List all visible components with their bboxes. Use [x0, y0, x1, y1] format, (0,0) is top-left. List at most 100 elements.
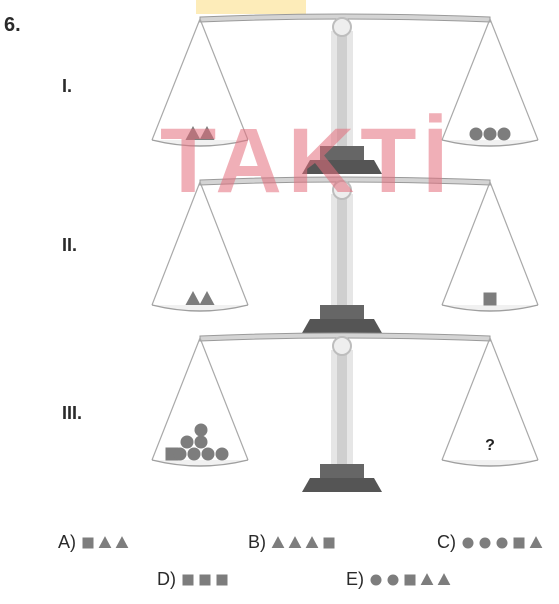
- highlight-band: [196, 0, 306, 14]
- circle-icon: [479, 537, 491, 548]
- circle-icon: [462, 537, 474, 548]
- triangle-shape: [305, 535, 319, 548]
- left-pan-dish: [151, 139, 249, 147]
- row-label-2: II.: [62, 235, 78, 255]
- right-pan-string: [489, 181, 539, 306]
- option-b-letter: B): [248, 532, 266, 552]
- circle-shape: [483, 127, 497, 141]
- triangle-shape: [420, 572, 434, 585]
- square-shape: [199, 574, 211, 585]
- circle-shape: [194, 435, 208, 449]
- triangle-shape: [98, 535, 112, 548]
- right-pan-dish: [441, 459, 539, 467]
- triangle-shape: [185, 290, 201, 305]
- square-icon: [216, 574, 228, 585]
- triangle-icon: [437, 572, 451, 585]
- right-pan-string: [441, 18, 491, 141]
- option-a-letter: A): [58, 532, 76, 552]
- option-e[interactable]: E): [346, 569, 454, 590]
- right-pan-string: [441, 181, 491, 306]
- triangle-shape: [437, 572, 451, 585]
- balance-column-core: [337, 350, 347, 466]
- circle-shape: [469, 127, 483, 141]
- triangle-shape: [271, 535, 285, 548]
- balance-base: [302, 478, 382, 492]
- option-d-letter: D): [157, 569, 176, 589]
- circle-icon: [387, 574, 399, 585]
- option-b[interactable]: B): [248, 532, 339, 553]
- triangle-shape: [115, 535, 129, 548]
- left-pan-string: [151, 181, 201, 306]
- option-a[interactable]: A): [58, 532, 132, 553]
- circle-shape: [187, 447, 201, 461]
- square-shape: [216, 574, 228, 585]
- triangle-shape: [288, 535, 302, 548]
- triangle-icon: [420, 572, 434, 585]
- balance-base: [302, 319, 382, 333]
- triangle-icon: [529, 535, 543, 548]
- circle-shape: [387, 574, 399, 585]
- right-pan-string: [441, 337, 491, 461]
- left-pan-string: [199, 337, 249, 461]
- square-icon: [323, 537, 335, 548]
- balance-1: [151, 13, 539, 174]
- balance-base-neck: [320, 464, 364, 478]
- circle-shape: [194, 423, 208, 437]
- watermark: TAKTİ: [160, 110, 454, 212]
- triangle-icon: [98, 535, 112, 548]
- triangle-icon: [288, 535, 302, 548]
- option-c[interactable]: C): [437, 532, 546, 553]
- question-number: 6.: [4, 14, 21, 36]
- balance-column-core: [337, 194, 347, 307]
- square-shape: [323, 537, 335, 548]
- square-shape: [82, 537, 94, 548]
- option-e-letter: E): [346, 569, 364, 589]
- right-pan-string: [489, 337, 539, 461]
- circle-shape: [180, 435, 194, 449]
- circle-shape: [496, 537, 508, 548]
- square-shape: [182, 574, 194, 585]
- circle-icon: [370, 574, 382, 585]
- balance-pivot: [332, 336, 352, 356]
- row-label-1: I.: [62, 76, 73, 96]
- circle-shape: [479, 537, 491, 548]
- left-pan-dish: [151, 304, 249, 312]
- triangle-icon: [305, 535, 319, 548]
- left-pan-string: [151, 337, 201, 461]
- square-shape: [483, 292, 497, 306]
- balance-base-neck: [320, 146, 364, 160]
- triangle-shape: [199, 125, 215, 140]
- balance-pivot: [332, 17, 352, 37]
- left-pan-string: [199, 181, 249, 306]
- square-icon: [82, 537, 94, 548]
- balance-3: ?: [151, 332, 539, 492]
- triangle-icon: [115, 535, 129, 548]
- square-icon: [182, 574, 194, 585]
- balance-base-neck: [320, 305, 364, 319]
- square-icon: [513, 537, 525, 548]
- circle-shape: [370, 574, 382, 585]
- circle-shape: [497, 127, 511, 141]
- balance-2: [151, 176, 539, 333]
- question-mark: ?: [485, 437, 495, 454]
- option-c-letter: C): [437, 532, 456, 552]
- triangle-shape: [529, 535, 543, 548]
- option-e-shapes: [369, 572, 454, 587]
- square-icon: [199, 574, 211, 585]
- left-pan-string: [151, 18, 201, 141]
- right-pan-string: [489, 18, 539, 141]
- circle-shape: [201, 447, 215, 461]
- square-icon: [404, 574, 416, 585]
- option-d[interactable]: D): [157, 569, 232, 590]
- left-pan-dish: [151, 459, 249, 467]
- option-b-shapes: [271, 535, 339, 550]
- balance-base: [302, 160, 382, 174]
- left-pan-string: [199, 18, 249, 141]
- option-a-shapes: [81, 535, 132, 550]
- balance-pivot: [332, 180, 352, 200]
- circle-shape: [462, 537, 474, 548]
- circle-icon: [496, 537, 508, 548]
- triangle-icon: [271, 535, 285, 548]
- square-shape: [404, 574, 416, 585]
